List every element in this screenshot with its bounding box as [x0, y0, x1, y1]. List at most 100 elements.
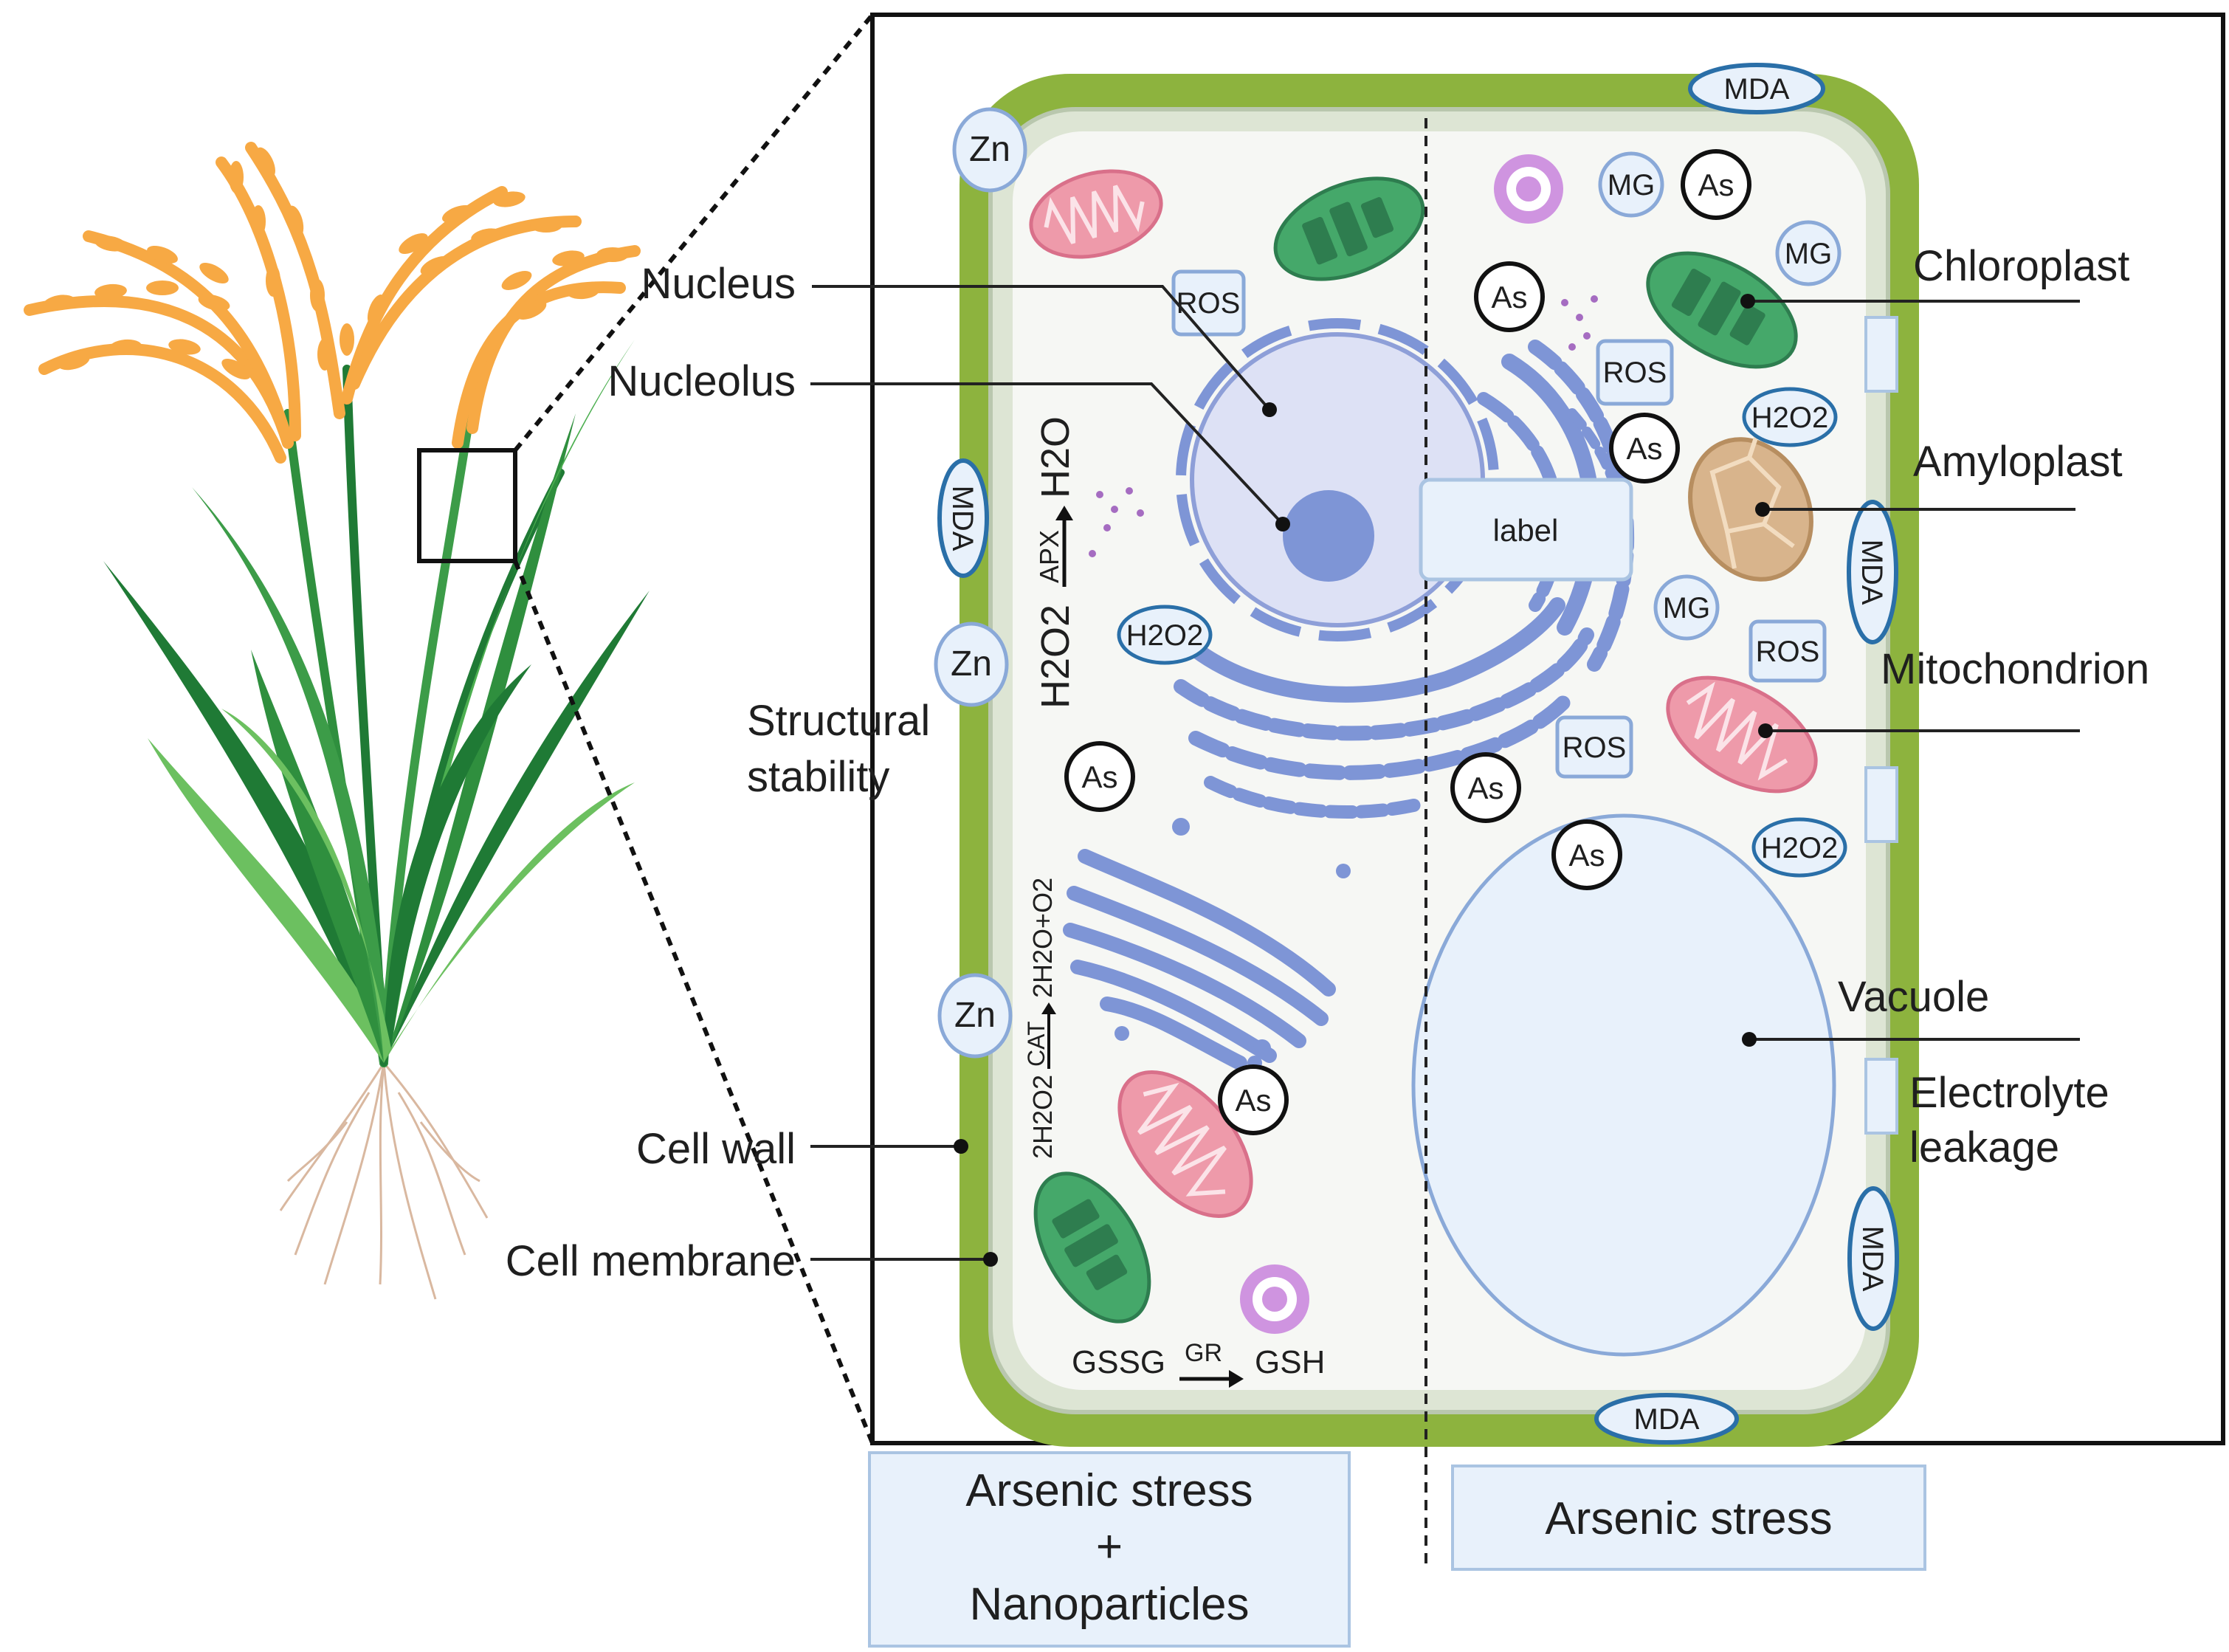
- svg-text:GSSG: GSSG: [1072, 1344, 1165, 1380]
- mg-badge: MG: [1775, 220, 1842, 286]
- gr-reaction: GSSG GR GSH: [1072, 1339, 1325, 1388]
- svg-text:MDA: MDA: [946, 486, 979, 551]
- zn-badge-1: Zn: [952, 107, 1027, 193]
- svg-text:GR: GR: [1185, 1339, 1222, 1367]
- svg-text:H2O: H2O: [1033, 416, 1078, 498]
- h2o2-badge: H2O2: [1742, 387, 1838, 447]
- svg-text:CAT: CAT: [1023, 1021, 1050, 1067]
- cell-wall-label: Cell wall: [636, 1125, 796, 1173]
- as-badges: As As As As As As As: [1064, 149, 1751, 1135]
- cat-reaction: 2H2O2 CAT 2H2O+O2: [1023, 878, 1058, 1159]
- ros-badge: ROS: [1555, 715, 1633, 779]
- roots: [279, 1062, 489, 1300]
- mitochondrion-label: Mitochondrion: [1881, 645, 2149, 693]
- membrane-gaps: [1864, 316, 1898, 1135]
- chloroplast-right: [1646, 251, 1798, 369]
- zoom-guide-lines: [513, 13, 875, 1445]
- mda-badge-bottom: MDA: [1594, 1393, 1739, 1445]
- structural-stability-label-1: Structural: [747, 697, 930, 745]
- mda-badge-right-lower: MDA: [1847, 1186, 1899, 1331]
- mda-badge-right-upper: MDA: [1847, 500, 1898, 644]
- mitochondrion-upper: [1029, 169, 1163, 259]
- svg-text:MG: MG: [1663, 592, 1710, 624]
- svg-text:Zn: Zn: [969, 130, 1010, 169]
- nucleolus: [1283, 490, 1374, 582]
- leaves: [103, 340, 650, 1063]
- rice-plant-illustration: [24, 142, 650, 1300]
- chloroplast-lower: [1033, 1171, 1151, 1324]
- svg-text:Nanoparticles: Nanoparticles: [969, 1579, 1249, 1630]
- mg-badges: MG MG MG: [1598, 151, 1842, 641]
- nucleolus-label: Nucleolus: [607, 357, 796, 405]
- svg-text:MG: MG: [1785, 238, 1832, 270]
- svg-text:As: As: [1626, 431, 1662, 466]
- vacuole: [1411, 813, 1836, 1357]
- svg-text:H2O2: H2O2: [1033, 605, 1078, 709]
- ros-badge: ROS: [1171, 269, 1246, 337]
- mitochondrion-right: [1666, 675, 1818, 794]
- zoom-region-box: [417, 448, 517, 563]
- svg-text:GSH: GSH: [1255, 1344, 1325, 1380]
- ribosome-dots: [1089, 295, 1598, 557]
- svg-text:Arsenic stress: Arsenic stress: [965, 1465, 1253, 1516]
- as-badge: As: [1609, 413, 1680, 483]
- svg-text:As: As: [1491, 280, 1527, 314]
- organelle-labels: Nucleus Nucleolus Structural stability C…: [506, 242, 2150, 1285]
- svg-text:Zn: Zn: [951, 644, 992, 684]
- electrolyte-leakage-label-1: Electrolyte: [1909, 1069, 2109, 1117]
- h2o2-badge: H2O2: [1117, 605, 1213, 665]
- svg-text:MDA: MDA: [1856, 540, 1888, 605]
- h2o2-badge: H2O2: [1751, 817, 1847, 878]
- cell-membrane-label: Cell membrane: [506, 1237, 796, 1285]
- svg-text:+: +: [1096, 1521, 1123, 1572]
- amyloplast: [1688, 435, 1813, 582]
- nucleus-label: Nucleus: [641, 260, 796, 308]
- svg-text:MDA: MDA: [1724, 73, 1790, 106]
- vacuole-label: Vacuole: [1838, 973, 1989, 1021]
- as-badge: As: [1681, 149, 1751, 220]
- golgi-vesicles: [1114, 818, 1351, 1070]
- svg-text:H2O2: H2O2: [1751, 402, 1829, 434]
- h2o2-badges: H2O2 H2O2 H2O2: [1117, 387, 1847, 878]
- svg-text:Arsenic stress: Arsenic stress: [1545, 1493, 1832, 1544]
- chloroplast-label: Chloroplast: [1913, 242, 2129, 290]
- center-label-box: label: [1419, 478, 1633, 582]
- ros-badge: ROS: [1749, 619, 1827, 683]
- svg-text:MDA: MDA: [1856, 1226, 1889, 1292]
- zn-badge-3: Zn: [937, 973, 1013, 1059]
- chloroplast-upper: [1273, 176, 1425, 281]
- svg-text:APX: APX: [1034, 530, 1064, 583]
- mg-badge: MG: [1653, 574, 1720, 641]
- electrolyte-leakage-label-2: leakage: [1909, 1123, 2059, 1171]
- svg-text:H2O2: H2O2: [1126, 619, 1204, 652]
- zn-badge-2: Zn: [934, 622, 1009, 707]
- svg-text:MDA: MDA: [1634, 1403, 1700, 1436]
- leader-lines: [810, 285, 2080, 1267]
- svg-text:MG: MG: [1608, 169, 1655, 202]
- as-badge: As: [1450, 752, 1521, 823]
- svg-text:H2O2: H2O2: [1761, 832, 1839, 864]
- mda-badge-top: MDA: [1688, 63, 1825, 114]
- mda-badge-left: MDA: [937, 458, 989, 578]
- svg-text:As: As: [1081, 760, 1117, 794]
- svg-text:label: label: [1493, 513, 1559, 548]
- svg-text:As: As: [1698, 168, 1734, 202]
- as-badge: As: [1064, 741, 1135, 812]
- svg-text:ROS: ROS: [1603, 357, 1667, 389]
- as-badge: As: [1551, 819, 1622, 890]
- svg-text:As: As: [1467, 771, 1503, 805]
- structural-stability-label-2: stability: [747, 753, 889, 801]
- svg-text:2H2O+O2: 2H2O+O2: [1027, 878, 1058, 998]
- svg-text:2H2O2: 2H2O2: [1027, 1075, 1058, 1159]
- amyloplast-label: Amyloplast: [1913, 438, 2123, 486]
- peroxisome-upper: [1494, 154, 1563, 224]
- apx-reaction: H2O2 APX H2O: [1033, 416, 1078, 709]
- ros-badge: ROS: [1596, 339, 1674, 406]
- golgi-apparatus: [1063, 849, 1336, 1070]
- svg-text:As: As: [1568, 838, 1605, 873]
- peroxisome-lower: [1240, 1264, 1309, 1334]
- svg-text:ROS: ROS: [1756, 636, 1820, 668]
- as-badge: As: [1474, 261, 1545, 332]
- caption-left: Arsenic stress + Nanoparticles: [868, 1451, 1351, 1648]
